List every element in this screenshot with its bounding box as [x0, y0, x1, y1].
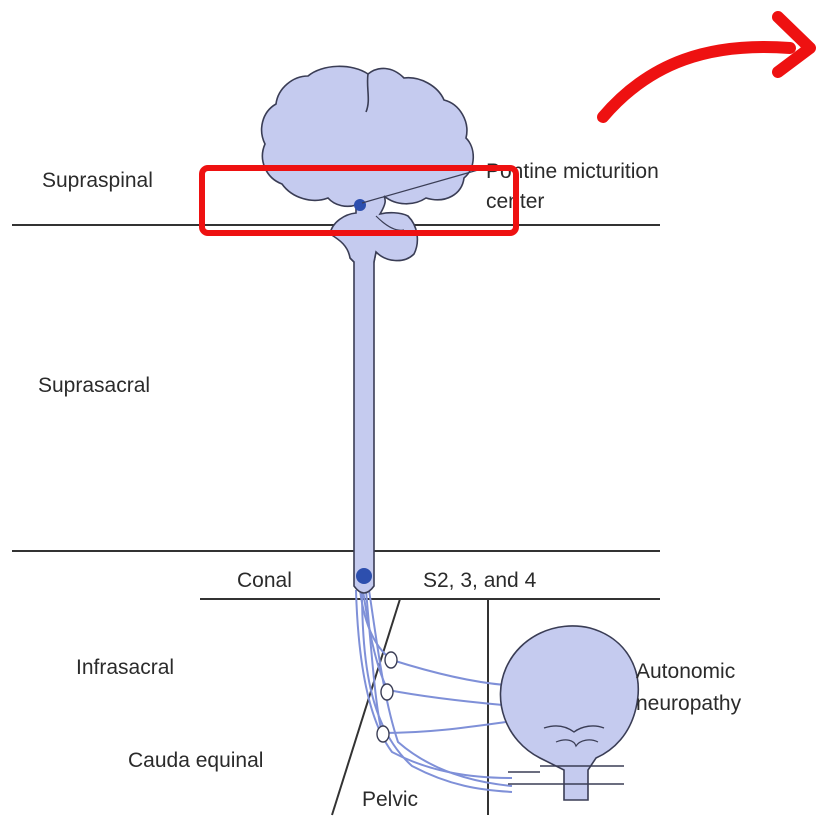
label-autonomic-line2: neuropathy — [636, 692, 742, 715]
label-infrasacral: Infrasacral — [76, 656, 174, 679]
label-conal: Conal — [237, 569, 292, 592]
label-s234: S2, 3, and 4 — [423, 569, 537, 592]
label-autonomic-line1: Autonomic — [636, 660, 735, 683]
spinal-cord — [350, 252, 376, 593]
label-pelvic: Pelvic — [362, 788, 418, 811]
sacral-center-dot — [356, 568, 372, 584]
label-suprasacral: Suprasacral — [38, 374, 150, 397]
pontine-center-dot — [354, 199, 366, 211]
label-cauda-equinal: Cauda equinal — [128, 749, 263, 772]
curved-arrow-icon — [603, 17, 810, 117]
label-pontine-line1: Pontine micturition — [486, 160, 659, 183]
label-supraspinal: Supraspinal — [42, 169, 153, 192]
divider-cauda-pelvic — [332, 599, 400, 815]
bladder-icon — [500, 626, 638, 800]
